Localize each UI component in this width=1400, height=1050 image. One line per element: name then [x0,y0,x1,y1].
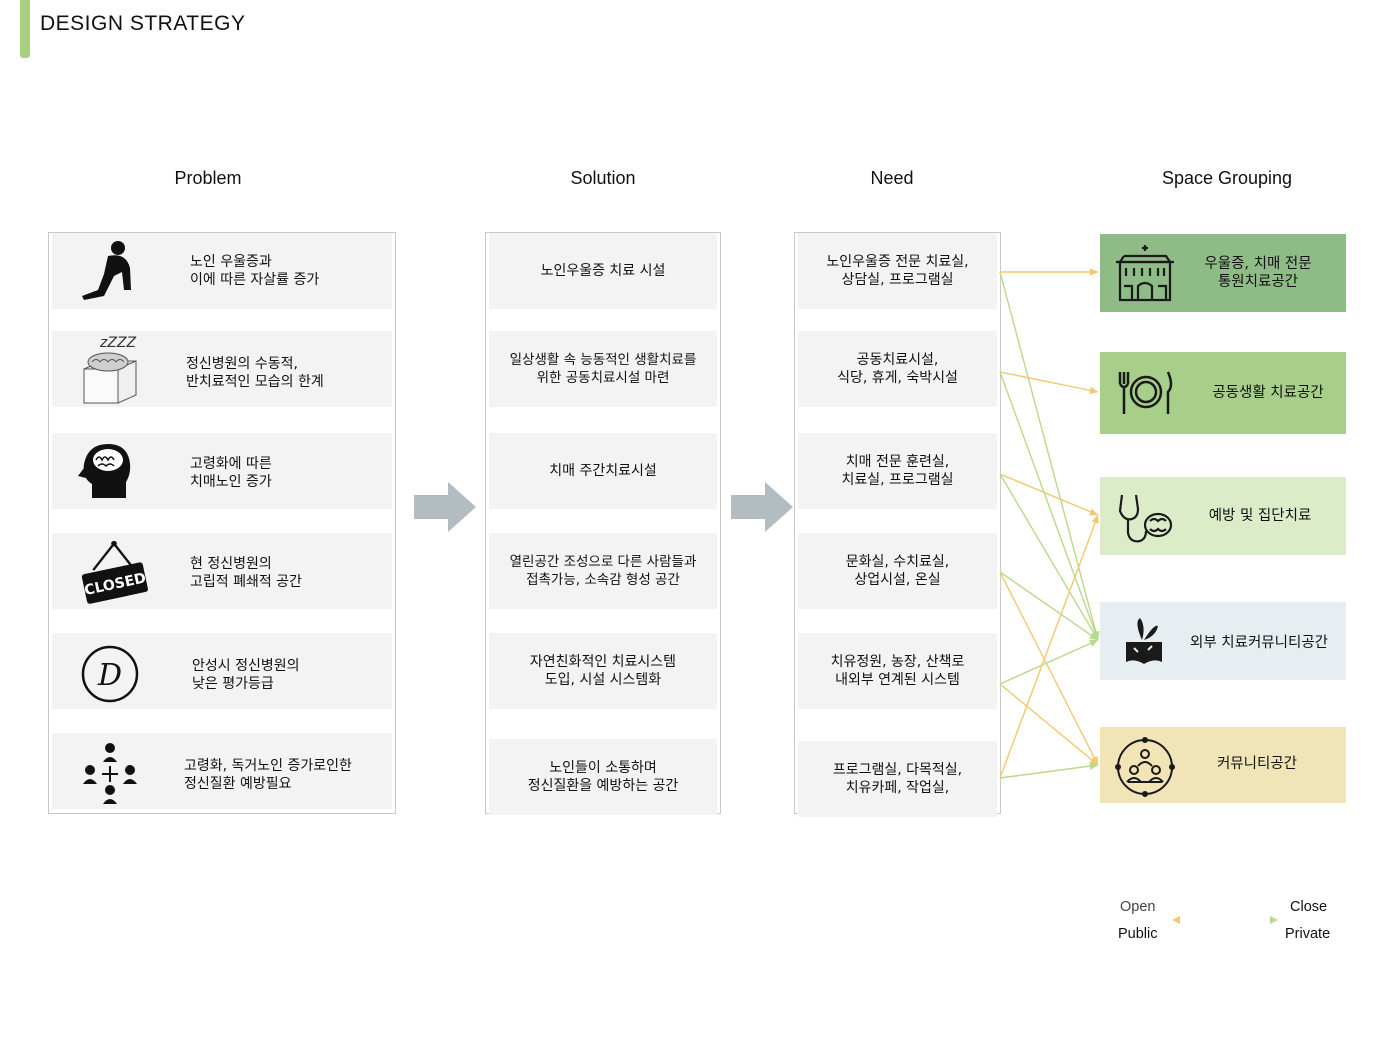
problem-row: zZZZ 정신병원의 수동적, 반치료적인 모습의 한계 [52,331,392,407]
need-row: 공동치료시설, 식당, 휴게, 숙박시설 [798,331,997,407]
sitting-person-icon [74,238,144,304]
need-text: 치매 전문 훈련실, 치료실, 프로그램실 [841,454,954,488]
solution-text: 일상생활 속 능동적인 생활치료를 위한 공동치료시설 마련 [509,352,697,386]
space-group-outdoor-community: 외부 치료커뮤니티공간 [1100,602,1346,680]
page-title: DESIGN STRATEGY [40,12,246,35]
column-header-solution: Solution [570,168,636,188]
space-group-label: 공동생활 치료공간 [1212,385,1324,401]
problem-column: 노인 우울증과 이에 따른 자살률 증가 zZZZ 정신병원의 수동적, 반치료… [48,232,396,814]
legend-open-label: Open [1120,899,1156,915]
link-line [999,371,1099,393]
link-line [999,571,1099,641]
solution-row: 열린공간 조성으로 다른 사람들과 접촉가능, 소속감 형성 공간 [489,533,717,609]
problem-text: 정신병원의 수동적, 반치료적인 모습의 한계 [186,356,324,390]
link-arrowhead [1089,386,1098,395]
grade-letter: D [97,658,122,693]
closed-sign-icon: CLOSED [74,538,148,604]
link-line [999,514,1099,779]
need-text: 문화실, 수치료실, 상업시설, 온실 [845,554,950,588]
flow-arrow-solution-to-need [731,482,793,532]
link-arrowhead [1089,632,1098,640]
link-arrowhead [1091,515,1099,524]
column-header-problem: Problem [174,168,242,188]
link-line [999,683,1099,766]
need-text: 공동치료시설, 식당, 휴게, 숙박시설 [837,352,958,386]
solution-text: 노인들이 소통하며 정신질환을 예방하는 공간 [527,760,679,794]
space-group-prevention: 예방 및 집단치료 [1100,477,1346,555]
solution-row: 자연친화적인 치료시스템 도입, 시설 시스템화 [489,633,717,709]
problem-text: 고령화에 따른 치매노인 증가 [190,456,272,490]
problem-row: 고령화에 따른 치매노인 증가 [52,433,392,509]
need-text: 노인우울증 전문 치료실, 상담실, 프로그램실 [826,254,969,288]
need-row: 치매 전문 훈련실, 치료실, 프로그램실 [798,433,997,509]
need-column: 노인우울증 전문 치료실, 상담실, 프로그램실 공동치료시설, 식당, 휴게,… [794,232,1001,817]
link-line [999,473,1099,641]
link-line [999,473,1099,516]
problem-row: 노인 우울증과 이에 따른 자살률 증가 [52,233,392,309]
legend-close-label: Close [1290,899,1328,915]
problem-text: 현 정신병원의 고립적 폐쇄적 공간 [190,556,302,590]
link-line [999,371,1099,641]
problem-text: 고령화, 독거노인 증가로인한 정신질환 예방필요 [184,758,352,792]
space-group-label: 우울증, 치매 전문 통원치료공간 [1204,256,1312,290]
solution-row: 일상생활 속 능동적인 생활치료를 위한 공동치료시설 마련 [489,331,717,407]
link-line [999,764,1099,779]
need-row: 프로그램실, 다목적실, 치유카페, 작업실, [798,741,997,817]
need-row: 노인우울증 전문 치료실, 상담실, 프로그램실 [798,233,997,309]
link-arrowhead [1089,268,1098,276]
column-header-space-grouping: Space Grouping [1161,168,1293,188]
link-arrowhead [1089,762,1098,770]
problem-row: 고령화, 독거노인 증가로인한 정신질환 예방필요 [52,733,392,809]
space-group-community: 커뮤니티공간 [1100,727,1346,803]
need-row: 치유정원, 농장, 산책로 내외부 연계된 시스템 [798,633,997,709]
solution-row: 노인우울증 치료 시설 [489,233,717,309]
solution-text: 치매 주간치료시설 [549,463,657,479]
problem-row: D 안성시 정신병원의 낮은 평가등급 [52,633,392,709]
column-header-need: Need [870,168,914,188]
title-accent-bar [20,0,30,58]
space-group-label: 커뮤니티공간 [1216,756,1298,772]
problem-text: 노인 우울증과 이에 따른 자살률 증가 [190,254,320,288]
hospital-building-icon [1114,244,1176,302]
flow-arrow-problem-to-solution [414,482,476,532]
community-circle-icon [1114,737,1176,797]
head-brain-icon [74,438,144,504]
problem-row: CLOSED 현 정신병원의 고립적 폐쇄적 공간 [52,533,392,609]
solution-text: 자연친화적인 치료시스템 도입, 시설 시스템화 [529,654,677,688]
space-group-label: 예방 및 집단치료 [1208,508,1312,524]
stethoscope-brain-icon [1114,487,1176,545]
solution-column: 노인우울증 치료 시설 일상생활 속 능동적인 생활치료를 위한 공동치료시설 … [485,232,721,815]
link-arrowhead [1089,639,1098,647]
legend-gradient-arrow [1172,916,1278,924]
problem-text: 안성시 정신병원의 낮은 평가등급 [192,658,300,692]
link-arrowhead [1089,508,1098,516]
sleep-zzz-text: zZZZ [99,335,137,351]
solution-text: 열린공간 조성으로 다른 사람들과 접촉가능, 소속감 형성 공간 [509,554,697,588]
link-line [999,571,1099,766]
space-group-label: 외부 치료커뮤니티공간 [1189,635,1328,651]
need-text: 프로그램실, 다목적실, 치유카페, 작업실, [832,762,963,796]
space-group-outpatient: 우울증, 치매 전문 통원치료공간 [1100,234,1346,312]
dining-plate-icon [1114,362,1176,420]
solution-text: 노인우울증 치료 시설 [540,263,666,279]
need-row: 문화실, 수치료실, 상업시설, 온실 [798,533,997,609]
link-line [999,639,1099,685]
sleeping-brain-icon: zZZZ [74,335,144,404]
space-group-communal-living: 공동생활 치료공간 [1100,352,1346,434]
link-line [999,271,1099,641]
solution-row: 노인들이 소통하며 정신질환을 예방하는 공간 [489,739,717,815]
legend-private-label: Private [1285,926,1331,942]
solution-row: 치매 주간치료시설 [489,433,717,509]
plant-soil-icon [1114,612,1176,670]
people-network-icon [74,738,144,804]
legend-public-label: Public [1118,926,1158,942]
need-text: 치유정원, 농장, 산책로 내외부 연계된 시스템 [830,654,965,688]
grade-d-icon: D [74,638,144,704]
